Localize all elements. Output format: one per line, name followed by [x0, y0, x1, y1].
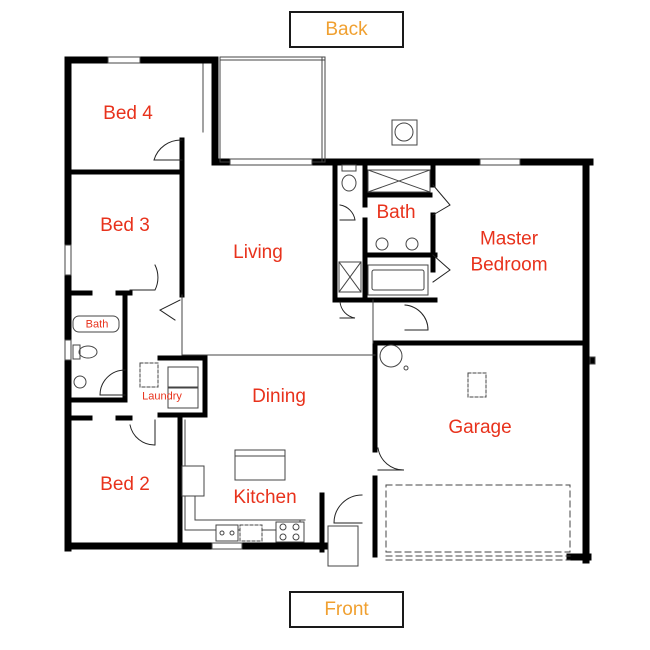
room-label-master-bath: Bath: [376, 202, 416, 224]
room-label-dining: Dining: [252, 386, 306, 408]
thin-lines: [64, 56, 596, 567]
front-label: Front: [289, 591, 404, 628]
room-label-kitchen: Kitchen: [233, 487, 297, 509]
room-label-bed2: Bed 2: [100, 474, 150, 496]
master-bedroom-line2: Bedroom: [470, 254, 548, 275]
room-label-garage: Garage: [448, 417, 512, 439]
master-bedroom-line1: Master: [479, 228, 539, 250]
door-swings: [99, 139, 451, 524]
room-label-living: Living: [233, 242, 283, 264]
room-label-master-bedroom: Master Bedroom: [470, 226, 547, 277]
room-label-laundry: Laundry: [142, 390, 182, 403]
interior-walls: [65, 137, 589, 558]
exterior-walls: [64, 56, 594, 564]
room-label-small-bath: Bath: [85, 318, 109, 331]
room-label-bed3: Bed 3: [100, 215, 150, 237]
room-label-bed4: Bed 4: [103, 103, 153, 125]
back-label: Back: [289, 11, 404, 48]
